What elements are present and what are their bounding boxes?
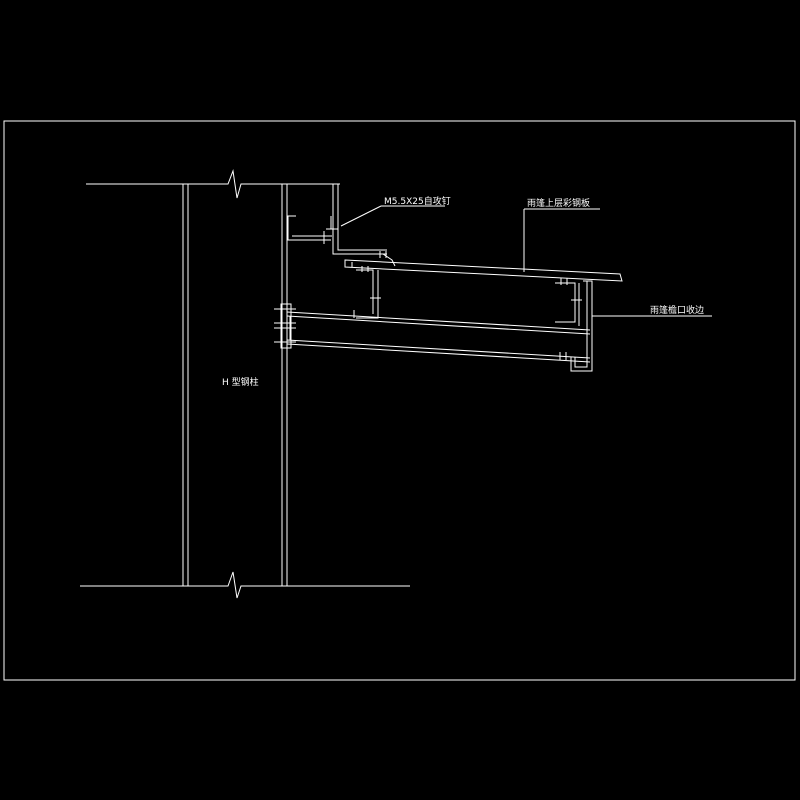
column-label: H 型钢柱 <box>222 376 259 388</box>
drawing-frame <box>3 120 796 681</box>
top-panel-label: 雨篷上层彩钢板 <box>527 197 590 209</box>
end-plate-bolts <box>274 303 296 349</box>
canopy-top-panel <box>344 259 623 282</box>
wall-bracket <box>287 184 396 267</box>
edge-trim-label: 雨篷檐口收边 <box>650 304 704 316</box>
self-tapping-screws <box>353 251 568 360</box>
purlins <box>356 269 582 326</box>
h-steel-column <box>80 169 410 599</box>
cantilever-beam <box>286 311 591 363</box>
eave-edge-trim <box>570 280 593 372</box>
leader-lines <box>340 205 712 317</box>
screw-label: M5.5X25自攻钉 <box>384 195 451 207</box>
